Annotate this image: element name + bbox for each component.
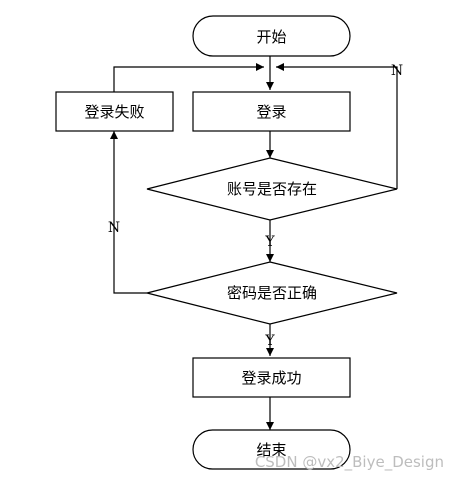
end-node: 结束 <box>192 429 351 470</box>
password-yes-label: Y <box>264 333 275 349</box>
watermark: CSDN @vx2_Biye_Design <box>255 453 444 472</box>
edge-failed-loop <box>113 63 264 92</box>
edge-account-no-loop <box>276 63 398 189</box>
connectors <box>110 56 398 430</box>
login-node: 登录 <box>192 91 351 132</box>
start-node: 开始 <box>192 15 351 57</box>
password-no-label: N <box>108 220 120 236</box>
account-no-label: N <box>391 63 403 79</box>
start-terminal <box>192 15 351 57</box>
login-success-node: 登录成功 <box>192 357 351 398</box>
account-check-label: 账号是否存在 <box>227 180 317 198</box>
login-success-label: 登录成功 <box>241 369 301 387</box>
account-check-node: 账号是否存在 <box>146 157 398 221</box>
login-success-box <box>192 357 351 398</box>
edge-password-no <box>110 131 147 294</box>
password-check-label: 密码是否正确 <box>227 284 317 302</box>
password-check-node: 密码是否正确 <box>146 261 398 325</box>
start-label: 开始 <box>256 28 286 46</box>
account-check-diamond <box>146 157 398 221</box>
login-failed-label: 登录失败 <box>84 103 144 121</box>
login-box <box>192 91 351 132</box>
end-terminal <box>192 429 351 470</box>
login-failed-box <box>55 91 174 132</box>
password-check-diamond <box>146 261 398 325</box>
account-yes-label: Y <box>264 234 275 250</box>
login-label: 登录 <box>256 103 286 121</box>
login-failed-node: 登录失败 <box>55 91 174 132</box>
end-label: 结束 <box>256 441 286 459</box>
